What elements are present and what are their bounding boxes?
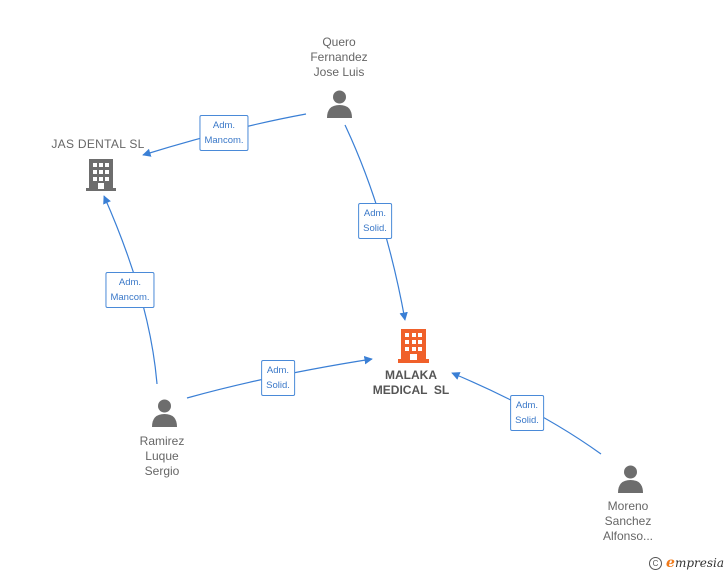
main-building-icon[interactable]: [398, 328, 429, 363]
node-label-ramirez[interactable]: Ramirez Luque Sergio: [140, 434, 185, 479]
relation-label-line: Adm.: [363, 208, 387, 219]
node-label-line: MALAKA: [384, 368, 437, 382]
relation-box-quero-malaka[interactable]: Adm. Solid.: [358, 203, 392, 239]
node-label-line: Sanchez: [604, 514, 652, 528]
node-label-line: Ramirez: [139, 434, 185, 448]
person-icon[interactable]: [150, 398, 179, 427]
copyright-icon: C: [649, 556, 663, 570]
relation-box-ramirez-jas[interactable]: Adm. Mancom.: [105, 272, 155, 308]
relation-label-line: Adm.: [118, 277, 142, 288]
node-label-line: MEDICAL SL: [372, 383, 450, 397]
relation-label-line: Solid.: [266, 380, 290, 391]
node-label-line: Jose Luis: [313, 65, 365, 79]
node-label-moreno[interactable]: Moreno Sanchez Alfonso...: [603, 499, 653, 544]
brand-logo-initial: e: [666, 555, 675, 571]
node-label-line: Fernandez: [310, 50, 368, 64]
building-icon[interactable]: [86, 158, 116, 191]
brand-logo[interactable]: empresia: [666, 555, 724, 571]
relation-label-line: Adm.: [212, 120, 236, 131]
person-icon[interactable]: [616, 464, 645, 493]
person-icon[interactable]: [325, 89, 354, 118]
node-label-line: Moreno: [607, 499, 649, 513]
relation-label-line: Adm.: [266, 365, 290, 376]
brand-logo-rest: mpresia: [674, 556, 724, 570]
node-label-line: Luque: [145, 449, 179, 463]
relation-label-line: Adm.: [515, 400, 539, 411]
node-label-line: Alfonso...: [602, 529, 654, 543]
relation-label-line: Mancom.: [204, 135, 244, 146]
node-label-line: Quero: [322, 35, 356, 49]
relation-label-line: Solid.: [515, 415, 539, 426]
relation-box-moreno-malaka[interactable]: Adm. Solid.: [510, 395, 544, 431]
relation-label-line: Solid.: [363, 223, 387, 234]
relation-box-quero-jas[interactable]: Adm. Mancom.: [199, 115, 249, 151]
relation-box-ramirez-malaka[interactable]: Adm. Solid.: [261, 360, 295, 396]
brand-footer: C empresia: [649, 555, 724, 571]
node-label-quero[interactable]: Quero Fernandez Jose Luis: [310, 35, 367, 80]
relation-label-line: Mancom.: [110, 292, 150, 303]
node-label-jas[interactable]: JAS DENTAL SL: [51, 137, 145, 151]
node-label-line: Sergio: [144, 464, 180, 478]
node-label-malaka[interactable]: MALAKA MEDICAL SL: [373, 368, 449, 398]
